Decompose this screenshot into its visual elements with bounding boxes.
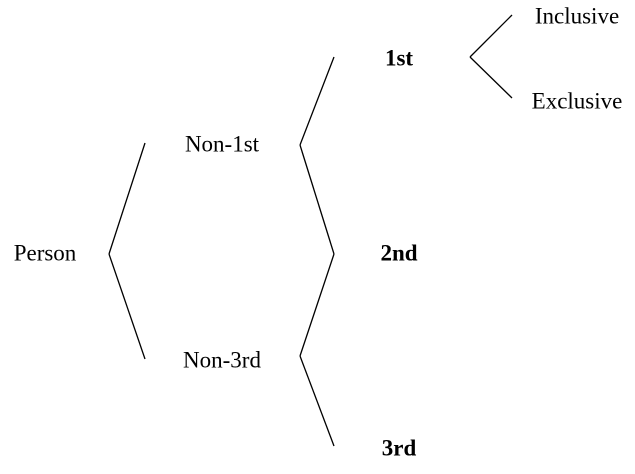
- branch-person-non1st: [108, 142, 146, 255]
- branch-non1st-2nd: [299, 144, 335, 255]
- node-non-3rd: Non-3rd: [183, 347, 261, 373]
- branch-1st-exclusive: [469, 56, 513, 99]
- branch-person-non3rd: [108, 253, 146, 360]
- node-1st: 1st: [384, 45, 414, 71]
- node-non-1st: Non-1st: [184, 131, 260, 157]
- node-inclusive: Inclusive: [534, 3, 620, 29]
- node-person: Person: [13, 240, 77, 266]
- node-3rd: 3rd: [381, 435, 417, 461]
- node-2nd: 2nd: [380, 240, 418, 266]
- branch-non3rd-3rd: [299, 355, 335, 447]
- branch-1st-inclusive: [469, 14, 513, 58]
- branch-non3rd-2nd: [299, 253, 335, 357]
- branch-non1st-1st: [299, 56, 335, 146]
- node-exclusive: Exclusive: [531, 88, 623, 114]
